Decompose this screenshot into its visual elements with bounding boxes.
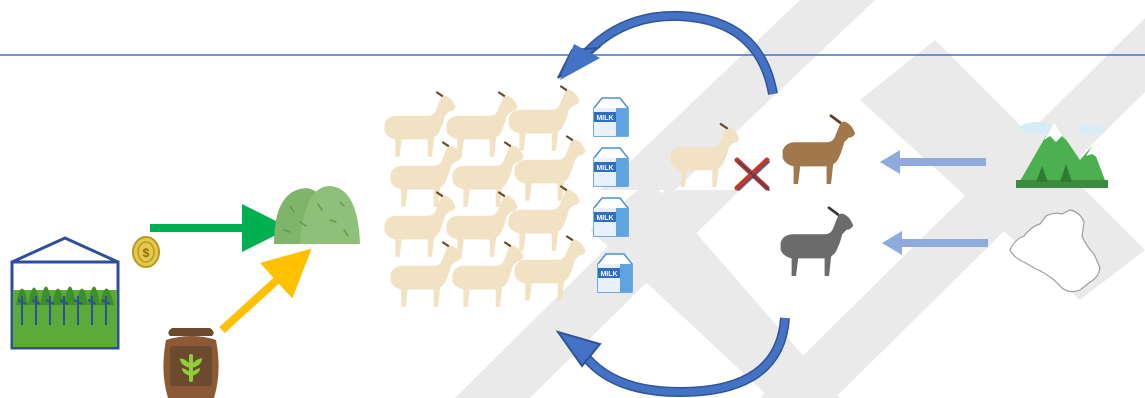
herd-goat-icon <box>446 92 517 157</box>
greenhouse-icon <box>12 238 118 348</box>
herd-goat-icon <box>508 86 579 151</box>
milk-carton-1: MILK <box>594 98 628 136</box>
milk-label-4: MILK <box>600 271 617 278</box>
svg-text:$: $ <box>143 246 150 260</box>
coin-icon: $ <box>133 237 159 267</box>
herd-goat-icon <box>452 242 523 307</box>
yellow-arrow <box>222 270 288 330</box>
herd-goat-icon <box>384 92 455 157</box>
herd-goat-icon <box>390 242 461 307</box>
herd-goat-icon <box>514 136 585 201</box>
milk-carton-2: MILK <box>594 148 628 186</box>
brown-goat-icon <box>783 116 856 184</box>
cross-shadow <box>739 162 769 190</box>
milk-carton-3: MILK <box>594 198 628 236</box>
forage-pile-icon <box>274 186 360 244</box>
milk-label-1: MILK <box>596 115 613 122</box>
feed-sack-icon <box>163 328 218 398</box>
goat-herd <box>384 86 585 307</box>
herd-goat-icon <box>390 142 461 207</box>
herd-goat-icon <box>452 142 523 207</box>
herd-goat-icon <box>508 186 579 251</box>
herd-goat-icon <box>384 192 455 257</box>
milk-carton-4: MILK <box>598 254 632 292</box>
milk-label-3: MILK <box>596 215 613 222</box>
milk-label-2: MILK <box>596 165 613 172</box>
black-goat-icon <box>781 208 854 276</box>
herd-goat-icon <box>446 192 517 257</box>
